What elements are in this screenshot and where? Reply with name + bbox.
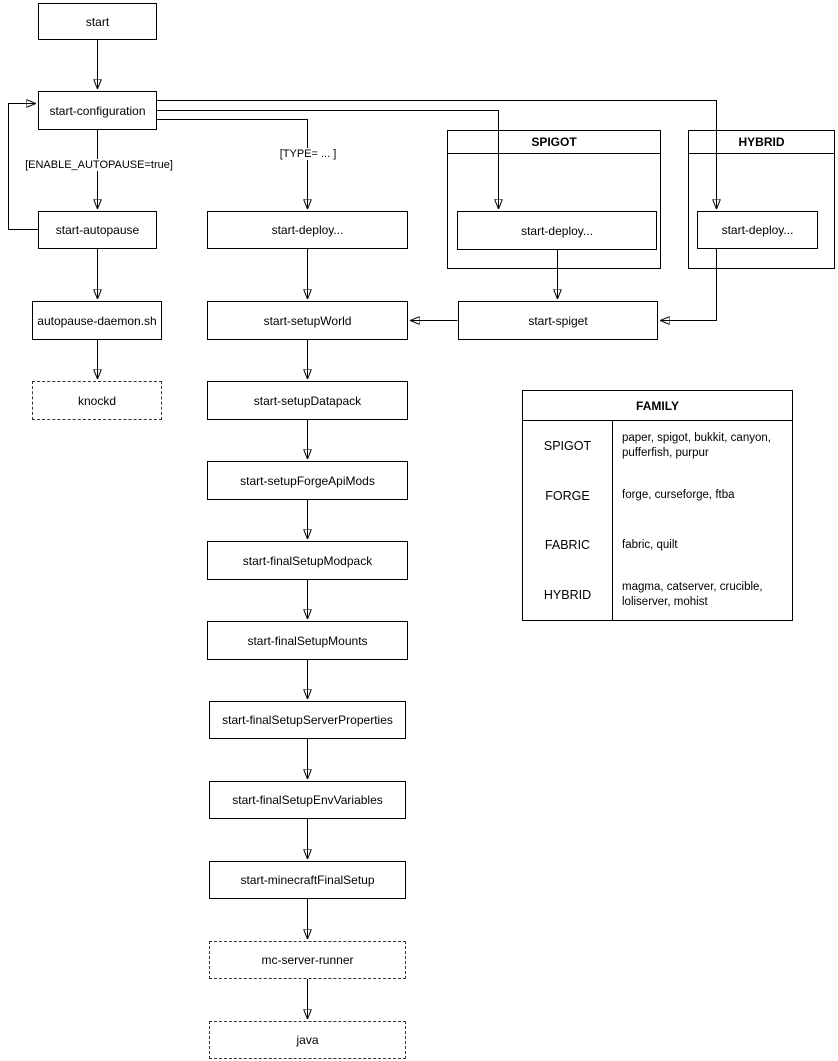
family-name: SPIGOT <box>523 421 613 471</box>
node-mc-server-runner: mc-server-runner <box>209 941 406 979</box>
node-start-setup-datapack: start-setupDatapack <box>207 381 408 420</box>
node-start-final-setup-server-properties: start-finalSetupServerProperties <box>209 701 406 739</box>
node-knockd: knockd <box>32 381 162 420</box>
edge-label-type-condition: [TYPE= ... ] <box>277 148 339 160</box>
edge-hybrid-start-deploy-to-start-spiget <box>661 249 717 321</box>
edge-start-configuration-to-spigot-start-deploy <box>157 110 499 209</box>
node-start-final-setup-modpack: start-finalSetupModpack <box>207 541 408 580</box>
family-name: FORGE <box>523 470 613 521</box>
family-table-title: FAMILY <box>523 391 792 421</box>
edge-start-configuration-to-hybrid-start-deploy <box>157 100 717 209</box>
group-spigot-title: SPIGOT <box>448 131 660 154</box>
edge-start-autopause-loop-to-start-configuration <box>8 104 38 230</box>
family-members: magma, catserver, crucible, loliserver, … <box>622 581 763 609</box>
family-name: HYBRID <box>523 570 613 620</box>
node-spigot-start-deploy: start-deploy... <box>457 211 657 250</box>
node-java: java <box>209 1021 406 1059</box>
node-start: start <box>38 3 157 40</box>
group-hybrid: HYBRID <box>688 130 835 269</box>
node-start-configuration: start-configuration <box>38 91 157 130</box>
node-start-autopause: start-autopause <box>38 211 157 249</box>
table-row: FORGE forge, curseforge, ftba <box>523 470 792 521</box>
family-name: FABRIC <box>523 520 613 571</box>
table-row: HYBRID magma, catserver, crucible, lolis… <box>523 570 792 620</box>
node-start-minecraft-final-setup: start-minecraftFinalSetup <box>209 861 406 899</box>
family-members: forge, curseforge, ftba <box>622 489 735 502</box>
group-spigot: SPIGOT <box>447 130 661 269</box>
edge-label-enable-autopause: [ENABLE_AUTOPAUSE=true] <box>23 159 175 171</box>
node-start-setup-forge-api-mods: start-setupForgeApiMods <box>207 461 408 500</box>
node-start-final-setup-env-variables: start-finalSetupEnvVariables <box>209 781 406 819</box>
group-hybrid-title: HYBRID <box>689 131 834 154</box>
table-row: SPIGOT paper, spigot, bukkit, canyon, pu… <box>523 421 792 471</box>
node-autopause-daemon: autopause-daemon.sh <box>32 301 162 340</box>
family-members: fabric, quilt <box>622 538 678 551</box>
table-row: FABRIC fabric, quilt <box>523 520 792 571</box>
node-start-deploy: start-deploy... <box>207 211 408 249</box>
node-start-final-setup-mounts: start-finalSetupMounts <box>207 621 408 660</box>
node-hybrid-start-deploy: start-deploy... <box>697 211 818 249</box>
node-start-spiget: start-spiget <box>458 301 658 340</box>
edge-start-configuration-to-start-deploy <box>157 119 308 209</box>
node-start-setup-world: start-setupWorld <box>207 301 408 340</box>
family-table: FAMILY SPIGOT paper, spigot, bukkit, can… <box>522 390 793 621</box>
family-members: paper, spigot, bukkit, canyon, pufferfis… <box>622 431 771 459</box>
